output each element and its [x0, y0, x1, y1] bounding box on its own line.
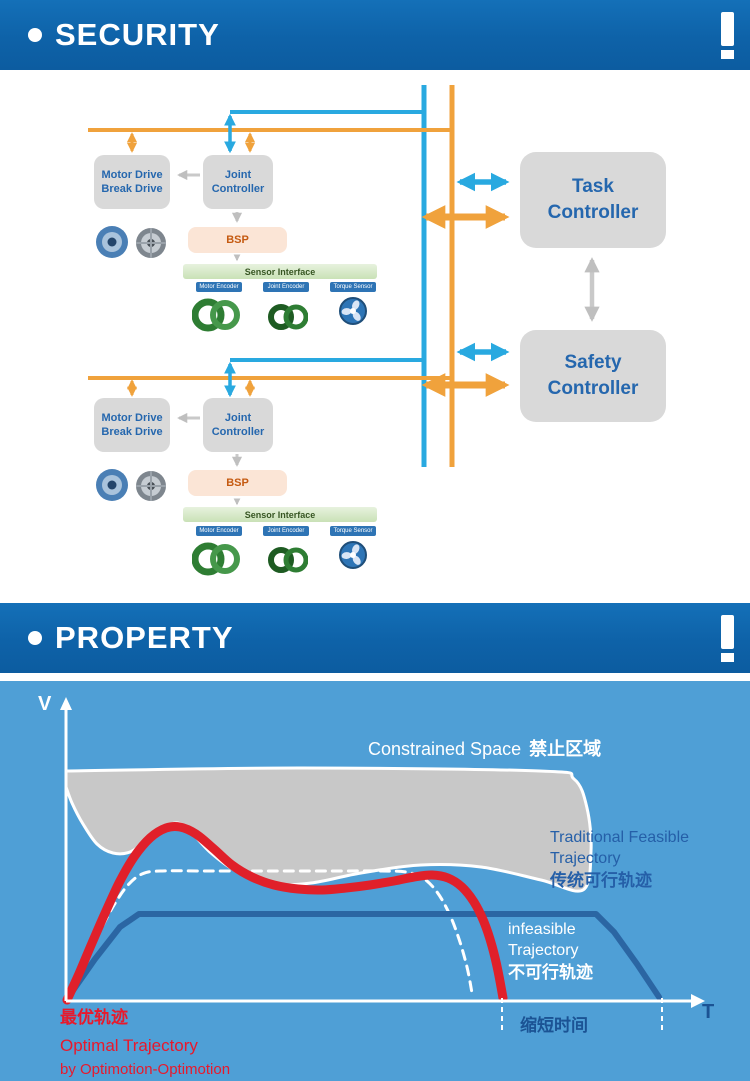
task-controller-label: Task Controller	[547, 176, 639, 223]
exclamation-point-2	[721, 652, 734, 662]
dashed-feasible-trajectory	[66, 869, 474, 999]
exclamation-icon	[721, 11, 734, 59]
property-title: PROPERTY	[55, 620, 234, 655]
chart-series-layer	[62, 766, 662, 1005]
exclamation-bar-2	[721, 614, 734, 649]
sensor-interface-bar: Sensor Interface	[183, 264, 377, 279]
traditional-line-3: 传统可行轨迹	[550, 870, 652, 890]
torque-sensor-icon	[338, 296, 368, 326]
safety-controller-label: Safety Controller	[547, 352, 639, 399]
motor-encoder-icon-2	[191, 538, 240, 580]
optimal-en: Optimal Trajectory	[60, 1036, 198, 1055]
security-title: SECURITY	[55, 17, 220, 52]
motor-icon-2	[93, 466, 131, 504]
safety-controller-box: Safety Controller	[520, 330, 666, 422]
trajectory-chart	[60, 697, 705, 1033]
chart-axes-layer	[60, 697, 705, 1033]
motor-encoder-tag: Motor Encoder	[196, 282, 242, 292]
joint-encoder-tag: Joint Encoder	[263, 282, 309, 292]
constrained-region	[64, 766, 593, 893]
infeasible-line-3: 不可行轨迹	[508, 962, 593, 982]
constrained-space-cn: 禁止区域	[529, 739, 602, 759]
security-header: SECURITY	[0, 0, 750, 70]
joint-controller-box-2: Joint Controller	[203, 398, 273, 452]
y-axis-arrow	[60, 697, 72, 710]
bullet-icon	[28, 28, 42, 42]
bsp-box-2: BSP	[188, 470, 287, 496]
time-shortened-label: 缩短时间	[520, 1016, 588, 1035]
constrained-space-en: Constrained Space	[368, 739, 522, 759]
torque-sensor-tag-2: Torque Sensor	[330, 526, 376, 536]
infeasible-line-2: Trajectory	[508, 941, 579, 959]
infeasible-line-1: infeasible	[508, 921, 576, 938]
task-controller-box: Task Controller	[520, 152, 666, 248]
joint-encoder-icon	[268, 300, 309, 334]
diagram-connections	[88, 85, 600, 506]
traditional-line-1: Traditional Feasible	[550, 829, 690, 846]
brake-icon	[133, 225, 169, 261]
infeasible-trajectory	[64, 911, 662, 1002]
joint-controller-box: Joint Controller	[203, 155, 273, 209]
motor-drive-box: Motor Drive Break Drive	[94, 155, 170, 209]
joint-encoder-icon-2	[268, 543, 309, 577]
joint-encoder-tag-2: Joint Encoder	[263, 526, 309, 536]
traditional-trajectory-label: Traditional Feasible Trajectory 传统可行轨迹	[550, 828, 689, 892]
exclamation-point	[721, 49, 734, 59]
optimal-trajectory-label: 最优轨迹 Optimal Trajectory by Optimotion-Op…	[60, 1003, 230, 1078]
security-architecture-diagram: Motor Drive Break Drive Joint Controller…	[0, 70, 750, 603]
optimal-trajectory	[62, 821, 508, 1005]
exclamation-icon-2	[721, 614, 734, 662]
torque-sensor-tag: Torque Sensor	[330, 282, 376, 292]
section-divider	[0, 673, 750, 681]
torque-sensor-icon-2	[338, 540, 368, 570]
joint-controller-label-2: Joint Controller	[211, 411, 265, 438]
motor-drive-label: Motor Drive Break Drive	[101, 168, 163, 195]
motor-drive-box-2: Motor Drive Break Drive	[94, 398, 170, 452]
sensor-interface-bar-2: Sensor Interface	[183, 507, 377, 522]
trajectory-chart-panel: V T Constrained Space 禁止区域 Traditional Fe…	[0, 681, 750, 1081]
motor-encoder-tag-2: Motor Encoder	[196, 526, 242, 536]
y-axis-label: V	[38, 693, 52, 715]
joint-controller-label: Joint Controller	[211, 168, 265, 195]
x-axis-label: T	[702, 1001, 715, 1023]
x-axis-arrow	[691, 994, 705, 1008]
traditional-line-2: Trajectory	[550, 849, 621, 867]
optimal-cn: 最优轨迹	[60, 1008, 128, 1027]
constrained-space-label: Constrained Space 禁止区域	[368, 735, 601, 761]
brake-icon-2	[133, 468, 169, 504]
property-header: PROPERTY	[0, 603, 750, 673]
motor-encoder-icon	[191, 294, 240, 336]
motor-drive-label-2: Motor Drive Break Drive	[101, 411, 163, 438]
exclamation-bar	[721, 11, 734, 46]
bullet-icon-2	[28, 631, 42, 645]
bsp-box: BSP	[188, 227, 287, 253]
infeasible-trajectory-label: infeasible Trajectory 不可行轨迹	[508, 920, 593, 984]
motor-icon	[93, 223, 131, 261]
optimal-by: by Optimotion-Optimotion	[60, 1061, 231, 1078]
